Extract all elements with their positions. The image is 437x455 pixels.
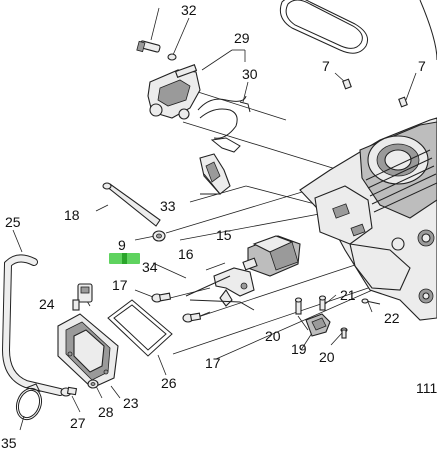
callout-30[interactable]: 30: [242, 66, 258, 82]
callout-23[interactable]: 23: [123, 395, 139, 411]
head-gasket: [279, 0, 369, 54]
bolt-20b: [340, 327, 348, 339]
gasket-26: [107, 299, 173, 357]
bracket-29: [147, 64, 201, 120]
clamp-35: [15, 383, 43, 421]
screw-17b: [182, 312, 202, 323]
callout-9[interactable]: 9: [118, 237, 126, 253]
hose-25: [1, 254, 64, 396]
callout-27[interactable]: 27: [70, 415, 86, 431]
washer-28: [87, 379, 99, 389]
cylinder-block: [299, 117, 437, 321]
callout-35[interactable]: 35: [1, 435, 17, 451]
callout-19[interactable]: 19: [291, 341, 307, 357]
leader-lines: [12, 7, 417, 431]
bolt-21: [318, 295, 327, 311]
callout-15[interactable]: 15: [216, 227, 232, 243]
callout-7b[interactable]: 7: [418, 58, 426, 74]
figure-code: 111: [416, 380, 437, 396]
link-34: [185, 275, 255, 311]
bolt-20a: [294, 297, 303, 315]
callout-17a[interactable]: 17: [112, 277, 128, 293]
clamp-33: [199, 137, 241, 195]
callout-17b[interactable]: 17: [205, 355, 221, 371]
pin-18: [102, 182, 161, 227]
cover-23: [57, 313, 119, 389]
highlight-marker: [109, 253, 140, 264]
small-part-7: [342, 78, 408, 108]
clip-30: [197, 95, 251, 139]
part-15: [242, 235, 301, 277]
callout-26[interactable]: 26: [161, 375, 177, 391]
cylinder-edge: [419, 0, 437, 61]
pin-22: [361, 298, 381, 305]
callout-21[interactable]: 21: [340, 287, 356, 303]
callout-24[interactable]: 24: [39, 296, 55, 312]
callout-20a[interactable]: 20: [265, 328, 281, 344]
callout-16[interactable]: 16: [178, 246, 194, 262]
callout-25[interactable]: 25: [5, 214, 21, 230]
callout-34[interactable]: 34: [142, 259, 158, 275]
callout-29[interactable]: 29: [234, 30, 250, 46]
callout-18[interactable]: 18: [64, 207, 80, 223]
bolt-27: [60, 386, 78, 397]
bolt-32: [136, 40, 161, 53]
washer-31: [167, 53, 177, 61]
callout-28[interactable]: 28: [98, 404, 114, 420]
screw-17a: [151, 292, 172, 303]
callout-32[interactable]: 32: [181, 2, 197, 18]
cylinder-fins: [365, 149, 437, 213]
callout-33[interactable]: 33: [160, 198, 176, 214]
washer-9: [152, 230, 166, 242]
callout-7a[interactable]: 7: [322, 58, 330, 74]
fitting-24: [72, 283, 93, 311]
callout-20b[interactable]: 20: [319, 349, 335, 365]
callout-22[interactable]: 22: [384, 310, 400, 326]
bracket-19: [305, 313, 331, 337]
lever-16: [213, 267, 255, 307]
